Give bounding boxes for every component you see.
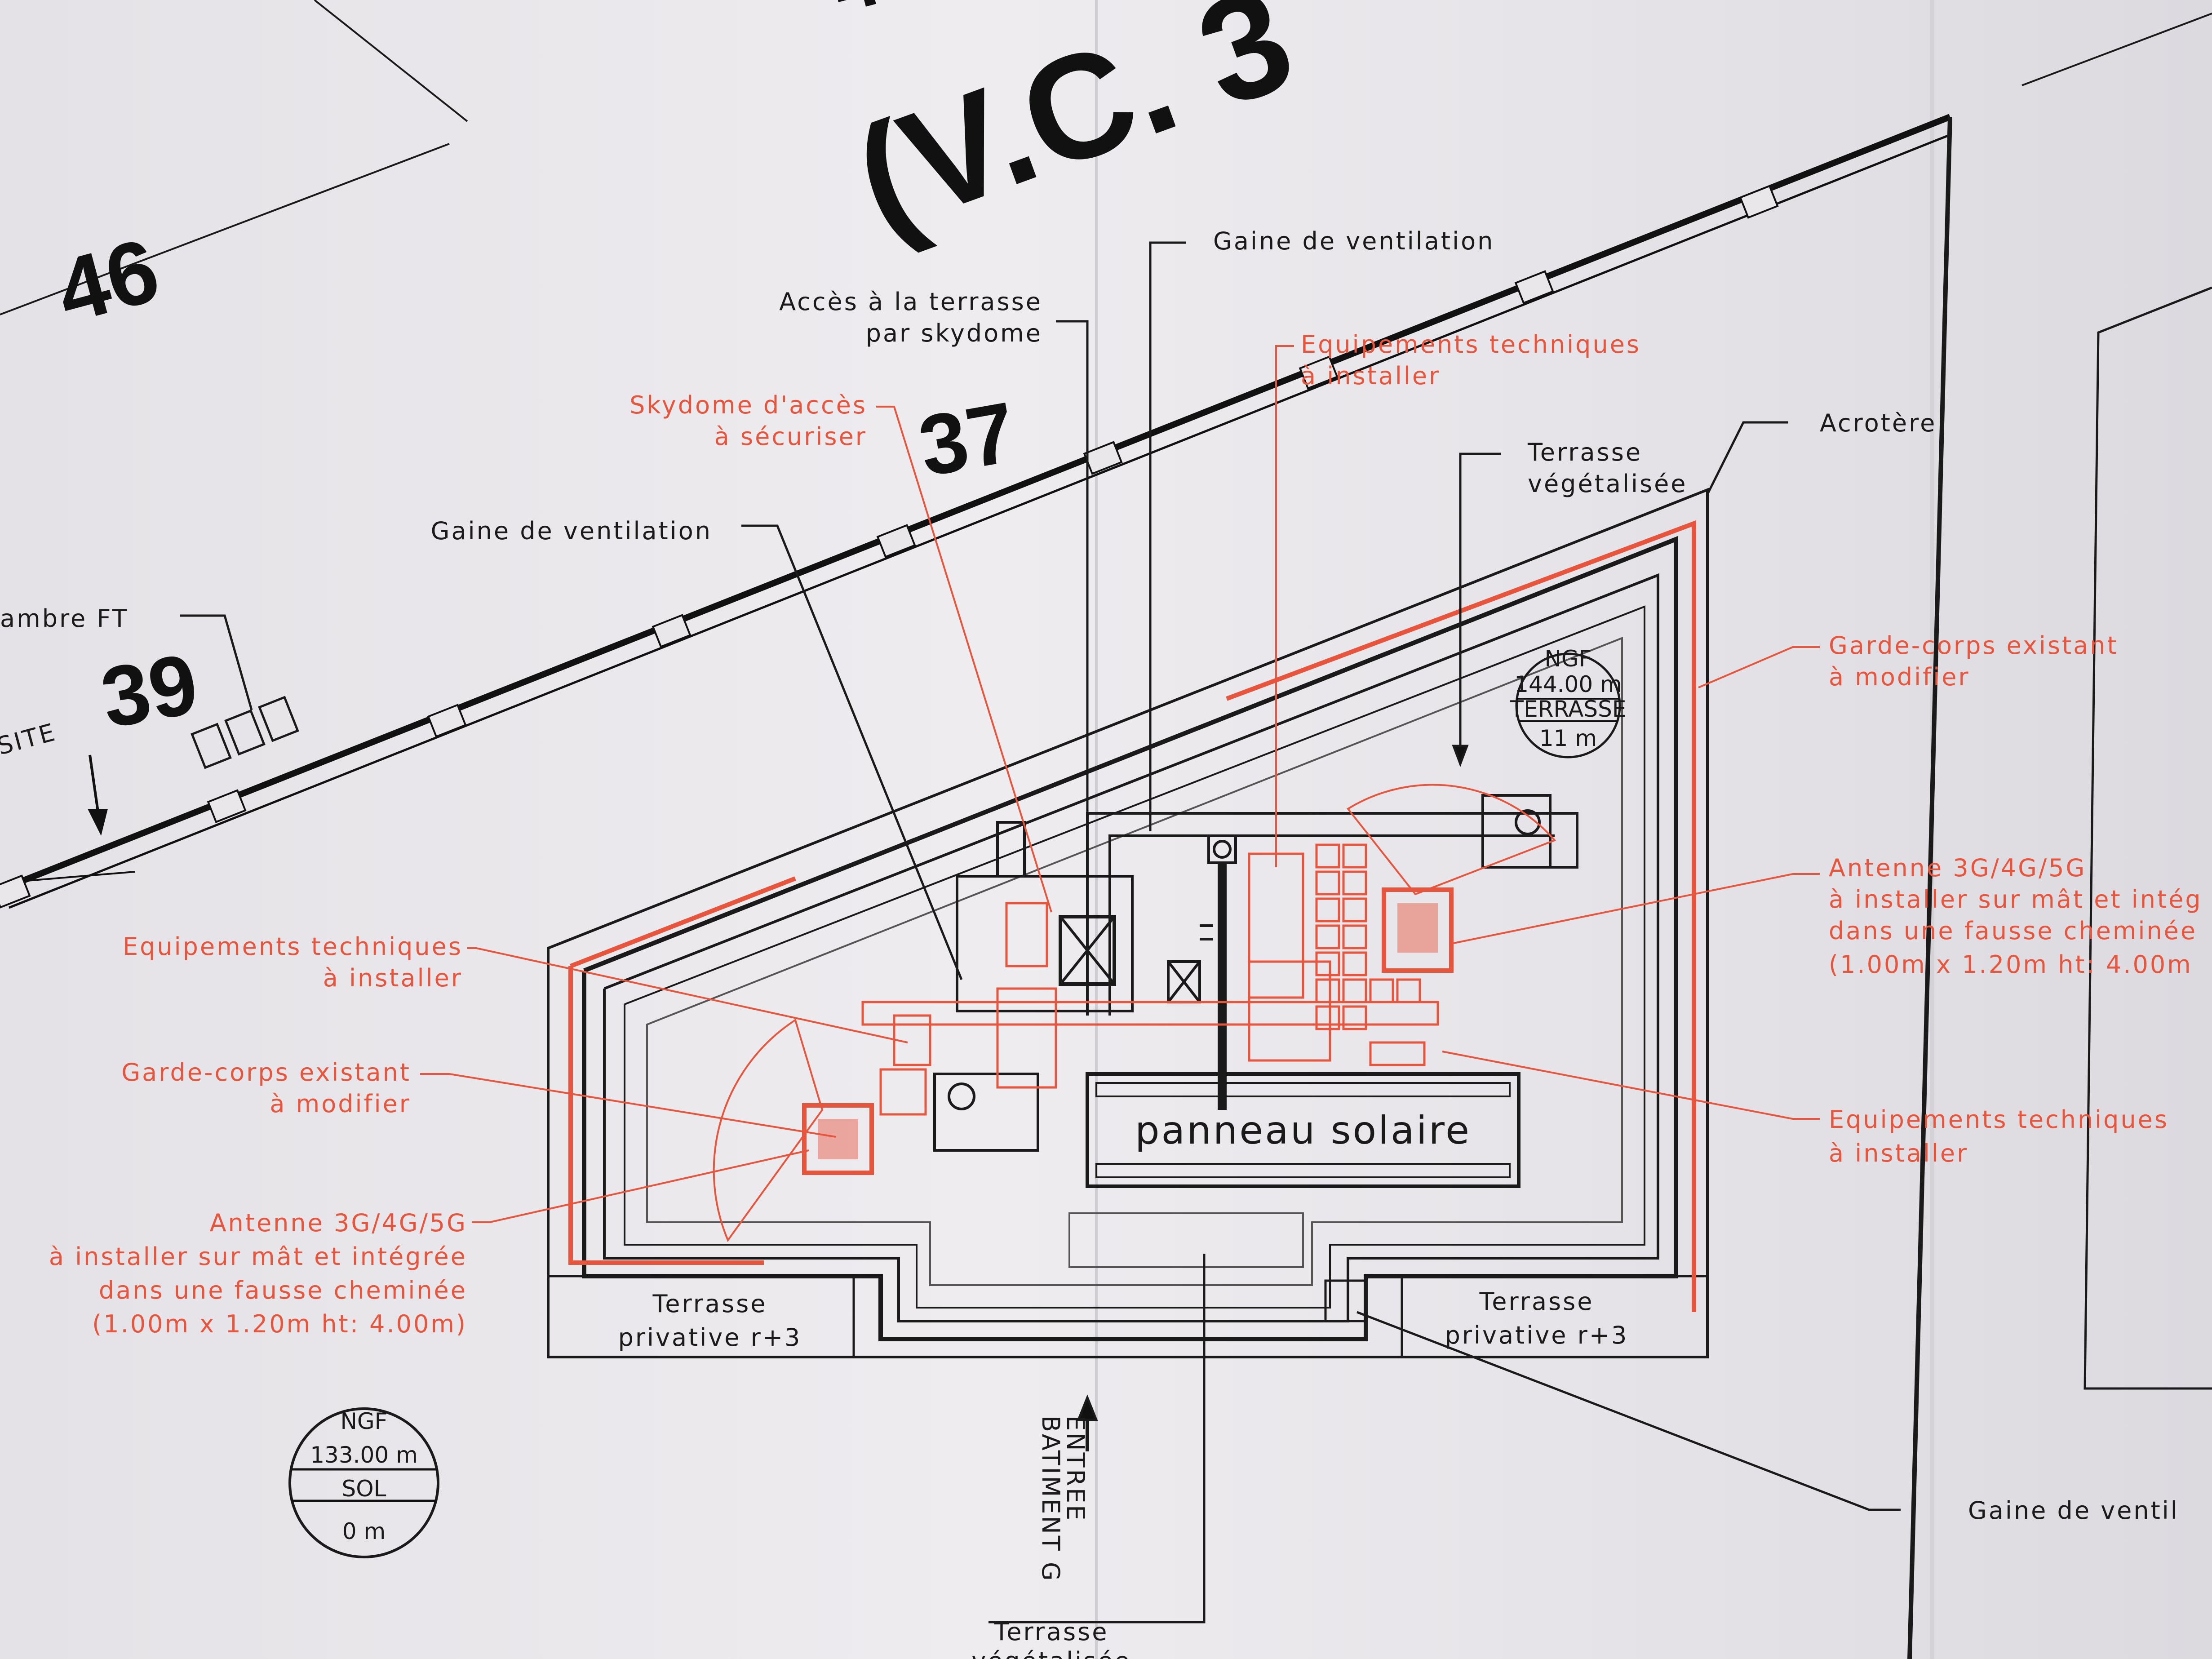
road-boundary bbox=[0, 114, 1951, 909]
terrasse-vegetalisee-label-1: Terrasse bbox=[1527, 438, 1642, 466]
skydome-note-1: Skydome d'accès bbox=[629, 391, 867, 419]
site-arrow bbox=[27, 754, 135, 882]
solar-panel bbox=[1086, 1072, 1520, 1188]
skydome-note-2: à sécuriser bbox=[714, 422, 867, 451]
roof-altitude: 144.00 m bbox=[1514, 671, 1622, 697]
road-number-top: 44 bbox=[821, 0, 931, 31]
equip-top-note-1: Equipements techniques bbox=[1301, 330, 1641, 359]
antenne-left-note-4: (1.00m x 1.20m ht: 4.00m) bbox=[92, 1310, 467, 1338]
equip-right-note-2: à installer bbox=[1829, 1139, 1968, 1167]
terrasse-privative-right-2: privative r+3 bbox=[1445, 1321, 1629, 1349]
terrasse-privative-left-2: privative r+3 bbox=[618, 1323, 802, 1352]
terrasse-privative-right-1: Terrasse bbox=[1479, 1287, 1594, 1316]
antenna-right bbox=[1347, 784, 1556, 973]
equip-left-note-1: Equipements techniques bbox=[123, 932, 463, 961]
roof-level-name: TERRASSE bbox=[1510, 696, 1627, 722]
solar-panel-label: panneau solaire bbox=[1135, 1108, 1471, 1153]
gaine-ventilation-left-label: Gaine de ventilation bbox=[431, 517, 712, 545]
antenne-left-note-1: Antenne 3G/4G/5G bbox=[210, 1209, 467, 1237]
parcel-37: 37 bbox=[912, 384, 1022, 494]
ground-ngf: NGF bbox=[341, 1408, 388, 1434]
entree-label-2: BATIMENT G bbox=[1037, 1415, 1065, 1583]
terrasse-bottom-1: Terrasse bbox=[993, 1618, 1108, 1646]
leader-lines bbox=[741, 241, 1901, 1624]
equip-top-note-2: à installer bbox=[1301, 362, 1441, 390]
garde-right-note-2: à modifier bbox=[1829, 663, 1970, 691]
antenna-left bbox=[713, 1018, 874, 1242]
terrasse-vegetalisee-label-2: végétalisée bbox=[1528, 470, 1688, 498]
parcel-46: 46 bbox=[46, 220, 169, 342]
gaine-ventilation-top-label: Gaine de ventilation bbox=[1213, 227, 1494, 255]
equip-right-note-1: Equipements techniques bbox=[1829, 1105, 2169, 1134]
equip-left-note-2: à installer bbox=[323, 964, 463, 992]
antenne-left-note-3: dans une fausse cheminée bbox=[99, 1276, 467, 1304]
level-marker-roof bbox=[1515, 652, 1621, 759]
antenne-right-note-3: dans une fausse cheminée bbox=[1829, 917, 2197, 945]
antenne-left-note-2: à installer sur mât et intégrée bbox=[49, 1242, 467, 1271]
terrasse-bottom-2: végétalisée bbox=[971, 1647, 1131, 1659]
roof-ngf: NGF bbox=[1545, 646, 1592, 672]
road-name: (V.C. 3 bbox=[835, 0, 1312, 264]
chambre-ft-label: ambre FT bbox=[0, 604, 129, 633]
garde-left-note-1: Garde-corps existant bbox=[121, 1058, 411, 1087]
ground-level-name: SOL bbox=[342, 1476, 386, 1502]
ground-height: 0 m bbox=[342, 1518, 386, 1544]
guardrail-red bbox=[568, 520, 1696, 1312]
antenne-right-note-1: Antenne 3G/4G/5G bbox=[1829, 854, 2086, 882]
entree-label-1: ENTREE bbox=[1061, 1415, 1090, 1522]
terrasse-privative-left-1: Terrasse bbox=[652, 1290, 767, 1318]
ground-altitude: 133.00 m bbox=[310, 1442, 418, 1468]
acrotere-label: Acrotère bbox=[1820, 409, 1937, 437]
chambre-ft-boxes bbox=[180, 614, 299, 769]
acces-terrasse-label-2: par skydome bbox=[866, 319, 1042, 347]
gaine-ventilation-right-label: Gaine de ventil bbox=[1968, 1496, 2179, 1525]
technical-core bbox=[933, 794, 1578, 1152]
antenne-right-note-4: (1.00m x 1.20m ht: 4.00m bbox=[1829, 950, 2193, 979]
garde-right-note-1: Garde-corps existant bbox=[1829, 631, 2119, 660]
garde-left-note-2: à modifier bbox=[270, 1090, 411, 1118]
site-label: SITE bbox=[0, 718, 59, 760]
level-marker-ground bbox=[288, 1407, 439, 1558]
annotation-leaders bbox=[420, 345, 1820, 1223]
parcel-lines bbox=[0, 0, 2212, 315]
adjacent-building bbox=[1907, 116, 2212, 1659]
acces-terrasse-label-1: Accès à la terrasse bbox=[779, 288, 1042, 316]
parcel-39: 39 bbox=[94, 636, 204, 746]
roof-height: 11 m bbox=[1539, 725, 1597, 751]
antenne-right-note-2: à installer sur mât et intég bbox=[1829, 885, 2203, 914]
